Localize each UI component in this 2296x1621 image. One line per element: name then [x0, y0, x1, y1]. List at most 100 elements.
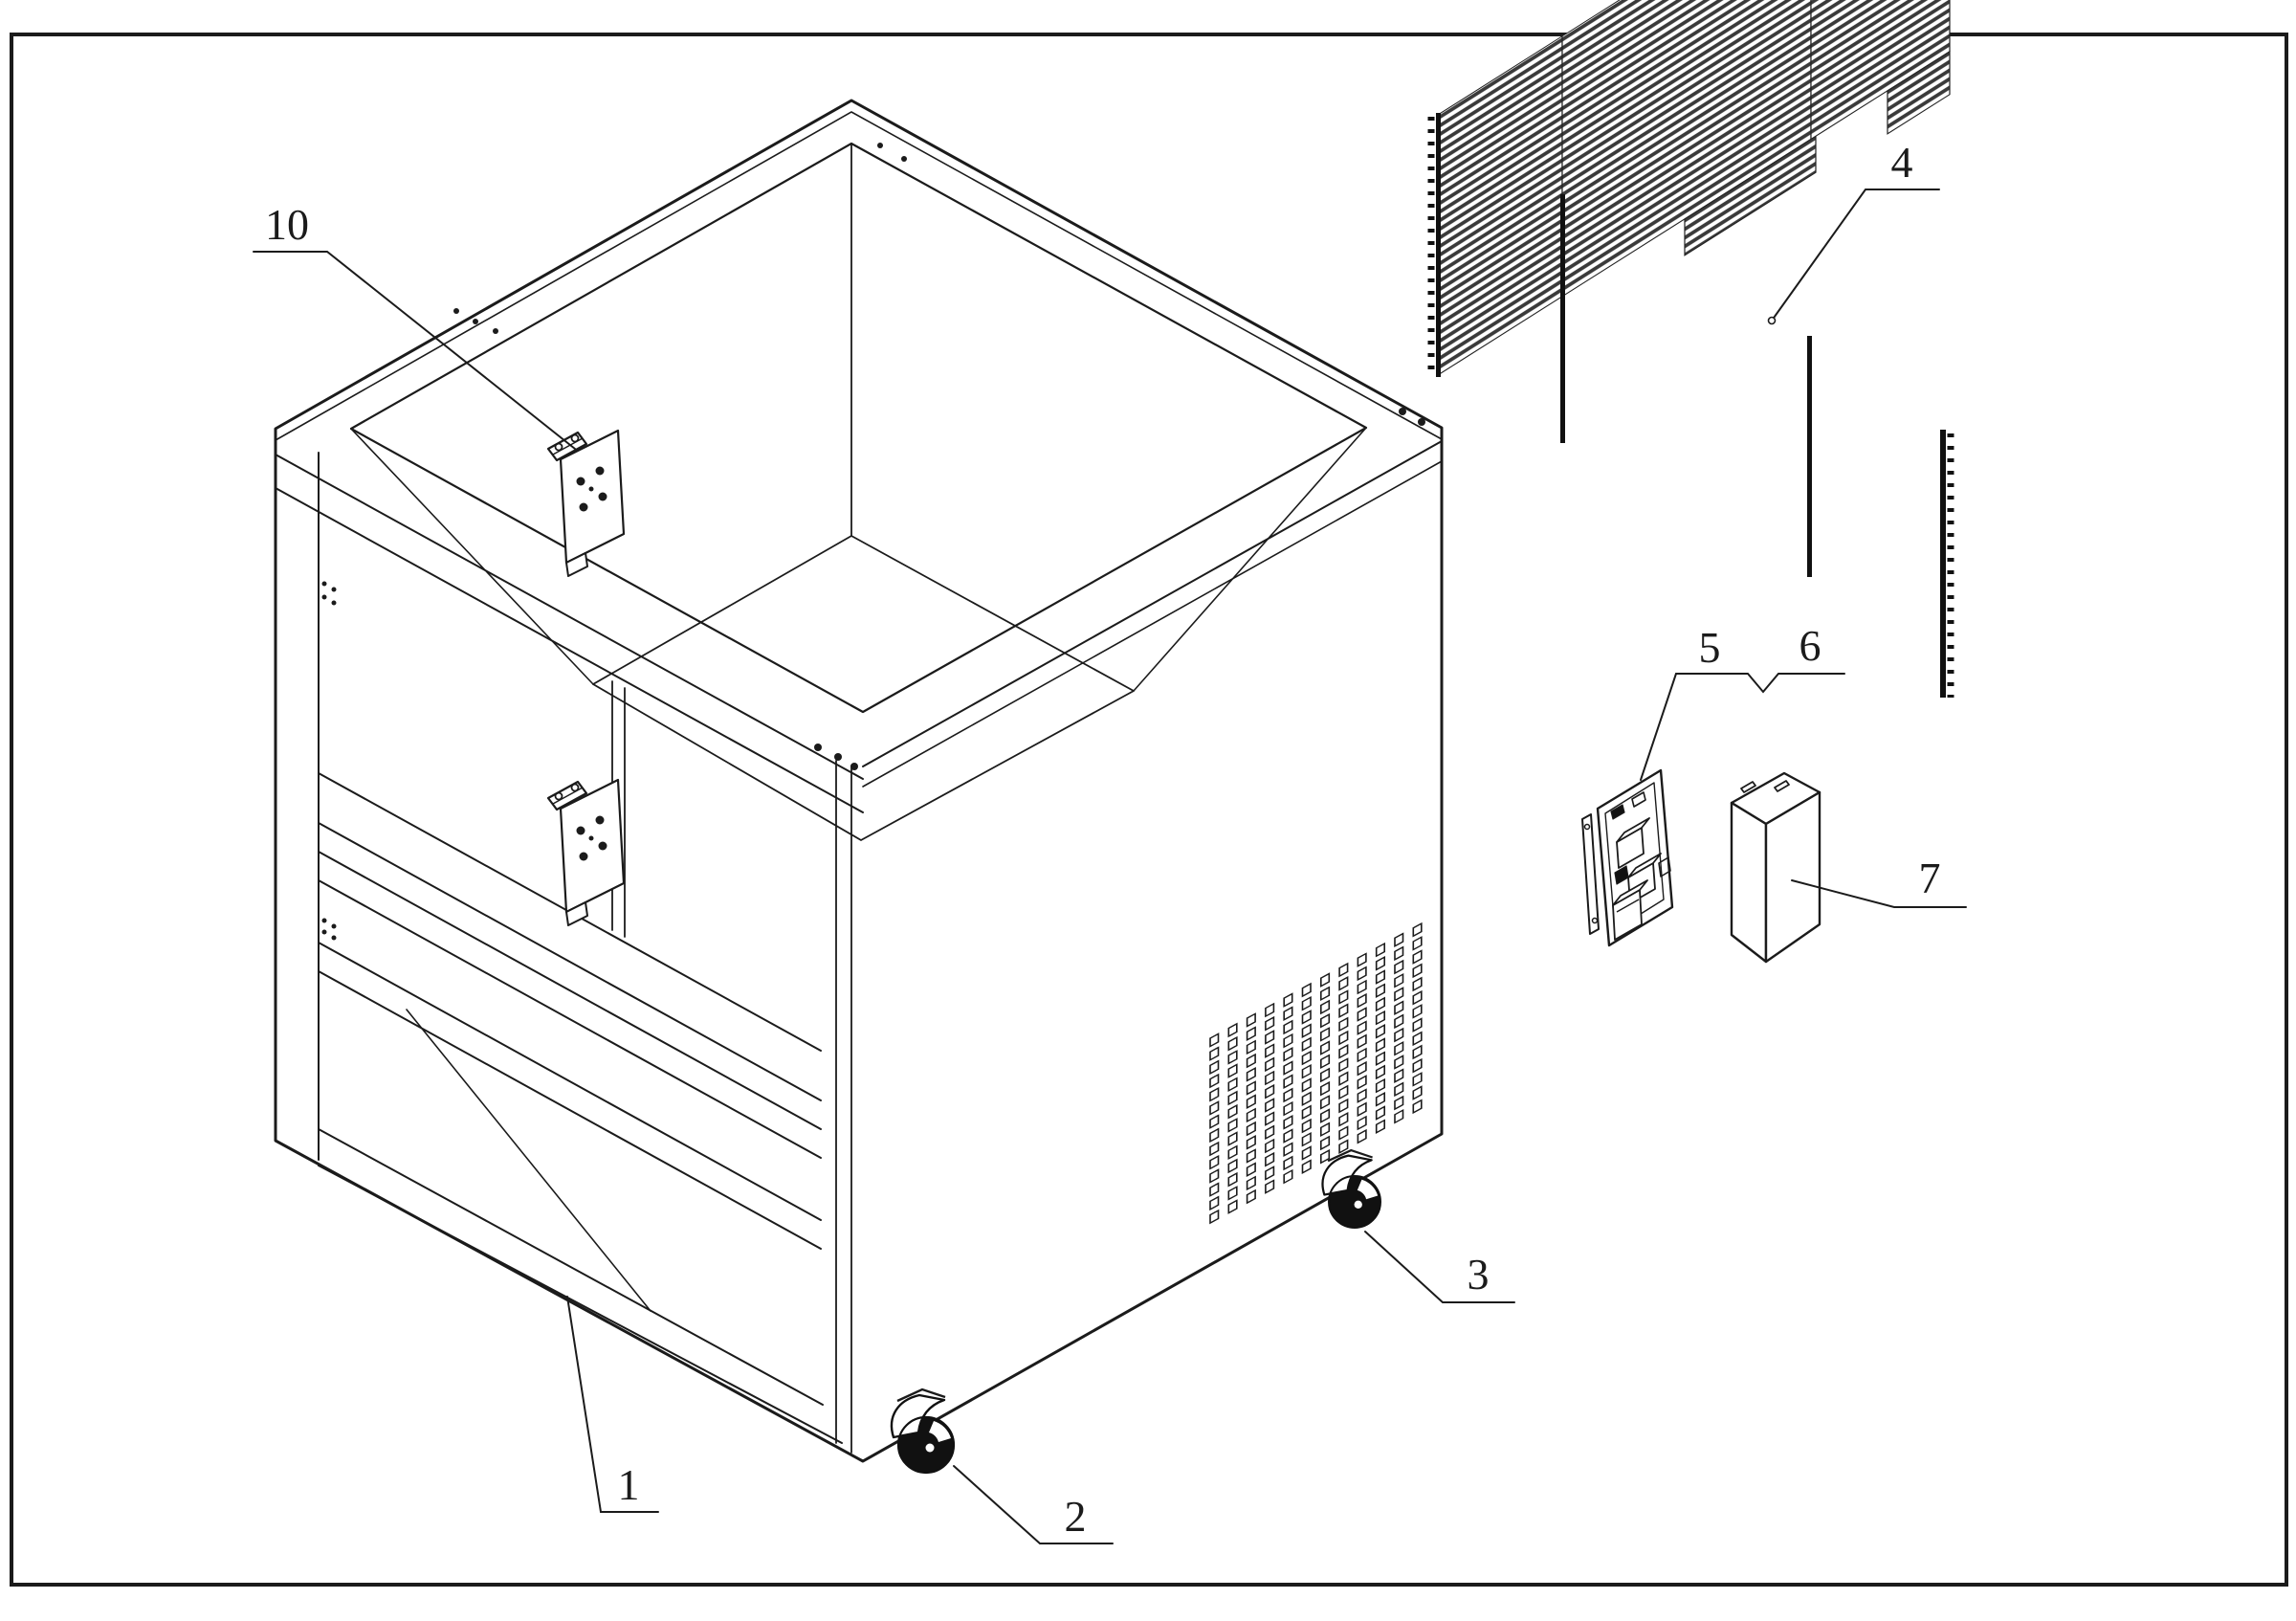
vent-hole — [1283, 1019, 1293, 1035]
vent-hole — [1375, 1010, 1385, 1026]
vent-hole — [1394, 1040, 1404, 1056]
vent-hole — [1301, 1104, 1312, 1121]
vent-hole — [1283, 1074, 1293, 1090]
vent-hole — [1320, 1148, 1331, 1165]
vent-hole — [1375, 1077, 1385, 1094]
vent-hole — [1320, 972, 1331, 988]
vent-hole — [1375, 1051, 1385, 1067]
vent-hole — [1394, 959, 1404, 975]
vent-hole — [1283, 1168, 1293, 1185]
vent-hole — [1227, 1186, 1238, 1201]
callout-label-7: 7 — [1919, 854, 1941, 902]
vent-hole — [1265, 1083, 1275, 1099]
callout-label-6: 6 — [1799, 621, 1821, 670]
vent-hole — [1246, 1188, 1256, 1205]
vent-hole — [1320, 1095, 1331, 1110]
vent-hole — [1283, 1087, 1293, 1103]
vent-hole — [1320, 1108, 1331, 1123]
vent-hole — [1338, 1003, 1349, 1018]
vent-hole — [1265, 1002, 1275, 1018]
vent-hole — [1209, 1168, 1220, 1184]
vent-hole — [1412, 989, 1423, 1006]
vent-hole — [1301, 1010, 1312, 1025]
vent-hole — [1301, 1063, 1312, 1079]
vent-hole — [1227, 1090, 1238, 1106]
vent-hole — [1412, 963, 1423, 979]
vent-hole — [1412, 949, 1423, 965]
vent-hole — [1357, 1075, 1367, 1090]
vent-hole — [1320, 986, 1331, 1002]
vent-hole — [1246, 1175, 1256, 1191]
vent-hole — [1338, 962, 1349, 978]
callout-4: 4 — [1767, 138, 1940, 325]
circuit-board — [1581, 768, 1674, 947]
vent-hole — [1283, 1100, 1293, 1117]
callout-label-3: 3 — [1468, 1250, 1490, 1299]
vent-hole — [1265, 1138, 1275, 1154]
vent-hole — [1246, 1039, 1256, 1055]
vent-hole — [1227, 1118, 1238, 1133]
vent-hole — [1375, 1064, 1385, 1080]
vent-hole — [1209, 1033, 1220, 1048]
vent-hole — [1209, 1141, 1220, 1157]
vent-hole — [1375, 1092, 1385, 1107]
vent-hole — [1375, 1024, 1385, 1039]
vent-hole — [1227, 1144, 1238, 1161]
vent-hole — [1246, 1134, 1256, 1150]
vent-hole — [1320, 1121, 1331, 1138]
vent-hole — [1394, 1108, 1404, 1124]
vent-hole — [1265, 1179, 1275, 1194]
vent-hole — [1320, 999, 1331, 1015]
vent-hole — [1246, 1026, 1256, 1041]
vent-hole — [1265, 1166, 1275, 1181]
callout-label-4: 4 — [1891, 138, 1913, 187]
vent-hole — [1283, 992, 1293, 1008]
vent-hole — [1357, 1033, 1367, 1050]
callout-2: 2 — [953, 1465, 1114, 1544]
vent-hole — [1209, 1127, 1220, 1144]
vent-hole — [1412, 1099, 1423, 1115]
vent-hole — [1265, 1056, 1275, 1073]
vent-hole — [1375, 1119, 1385, 1135]
vent-hole — [1283, 1115, 1293, 1130]
vent-hole — [1246, 1094, 1256, 1109]
vent-hole — [1320, 1040, 1331, 1055]
vent-hole — [1283, 1033, 1293, 1049]
cabinet-rim-edge — [275, 111, 1443, 441]
vent-hole — [1394, 1068, 1404, 1083]
vent-hole — [1246, 1066, 1256, 1082]
vent-hole — [1227, 1077, 1238, 1093]
vent-hole — [1412, 976, 1423, 992]
front-post — [835, 760, 852, 1454]
vent-hole — [1375, 996, 1385, 1012]
vent-hole — [1283, 1155, 1293, 1171]
vent-hole — [1375, 1037, 1385, 1053]
vent-hole — [1394, 1095, 1404, 1111]
vent-hole — [1227, 1131, 1238, 1146]
callout-5-6: 5 6 — [1640, 621, 1845, 781]
vent-hole — [1412, 1057, 1423, 1074]
vent-hole — [1320, 1067, 1331, 1083]
vent-hole — [1338, 1111, 1349, 1127]
callout-1: 1 — [566, 1296, 659, 1513]
vent-hole — [1338, 1125, 1349, 1141]
vent-hole — [1246, 1107, 1256, 1123]
vent-hole — [1338, 1043, 1349, 1059]
vent-hole — [1265, 1070, 1275, 1086]
vent-hole — [1338, 1057, 1349, 1073]
vent-hole — [1227, 1103, 1238, 1120]
vent-hole — [1357, 1047, 1367, 1063]
vent-hole — [1338, 1030, 1349, 1046]
vent-hole — [1209, 1100, 1220, 1116]
battery-box — [1730, 771, 1821, 964]
vent-hole — [1357, 992, 1367, 1009]
vent-hole — [1320, 1080, 1331, 1097]
vent-hole — [1301, 982, 1312, 998]
vent-hole — [1320, 1027, 1331, 1042]
vent-hole — [1375, 956, 1385, 971]
vent-hole — [1301, 1091, 1312, 1106]
vent-hole — [1394, 945, 1404, 962]
vent-hole — [1246, 1012, 1256, 1028]
callout-label-10: 10 — [265, 200, 309, 249]
